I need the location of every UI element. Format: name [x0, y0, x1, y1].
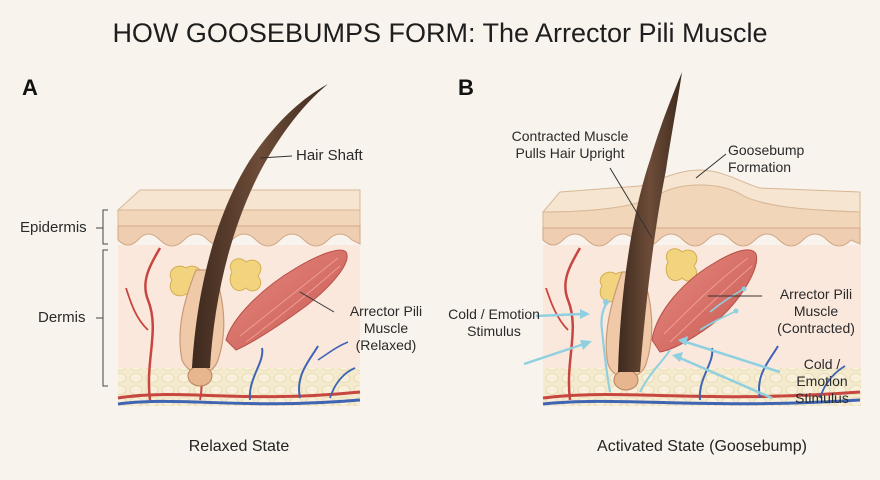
- stimulus-arrow-left-1: [535, 312, 583, 318]
- nerve-fiber-b-2: [639, 349, 671, 393]
- stimulus-arrow-right-1: [685, 340, 781, 374]
- hair-shaft-label: Hair Shaft: [296, 147, 363, 164]
- vein-b-main: [542, 398, 861, 406]
- caption-activated: Activated State (Goosebump): [597, 438, 807, 455]
- vein-a-main: [117, 398, 361, 406]
- dermis-label: Dermis: [38, 309, 86, 326]
- dermal-papillae-b: [542, 227, 861, 247]
- layer-brackets: [96, 209, 108, 387]
- fat-layer-b: [543, 368, 861, 406]
- goosebump-leader-b: [695, 153, 727, 179]
- stimulus-arrow-right-2: [679, 356, 773, 400]
- page-title: HOW GOOSEBUMPS FORM: The Arrector Pili M…: [112, 18, 768, 48]
- arrector-pili-relaxed-label: Arrector Pili Muscle (Relaxed): [349, 303, 423, 353]
- caption-relaxed: Relaxed State: [188, 438, 290, 455]
- dermal-papillae-a: [117, 225, 361, 247]
- goosebump-formation-label: Goosebump Formation: [728, 142, 805, 175]
- hair-shaft-a: [192, 84, 328, 368]
- stimulus-arrows: [523, 309, 781, 400]
- arrector-pili-contracted-label: Arrector Pili Muscle (Contracted): [777, 286, 855, 336]
- epidermis-label: Epidermis: [20, 219, 87, 236]
- hair-shaft-b: [618, 72, 682, 372]
- stimulus-right-label: Cold / Emotion Stimulus: [795, 356, 849, 406]
- panel-b-letter: B: [458, 75, 474, 100]
- hair-shaft-leader-a: [259, 155, 293, 159]
- contracted-muscle-label: Contracted Muscle Pulls Hair Upright: [511, 128, 629, 161]
- panel-b-skin: [541, 72, 861, 406]
- sebaceous-gland-b-right: [665, 248, 698, 282]
- muscle-leader-a: [299, 291, 335, 313]
- fat-layer-a: [118, 368, 360, 406]
- artery-a-1: [144, 247, 162, 401]
- stimulus-left-label: Cold / Emotion Stimulus: [448, 306, 540, 339]
- arrector-pili-muscle-contracted: [651, 249, 758, 353]
- panel-a-skin: [116, 84, 361, 406]
- stimulus-arrow-left-2: [523, 342, 585, 366]
- hair-bulb-a: [187, 365, 213, 387]
- epidermis-layer-b: [542, 184, 861, 229]
- panel-a-letter: A: [22, 75, 38, 100]
- sebaceous-gland-a-right: [229, 258, 262, 292]
- nerve-fiber-b-1: [600, 303, 612, 393]
- contracted-leader-b: [609, 167, 653, 239]
- hair-bulb-b: [613, 369, 639, 391]
